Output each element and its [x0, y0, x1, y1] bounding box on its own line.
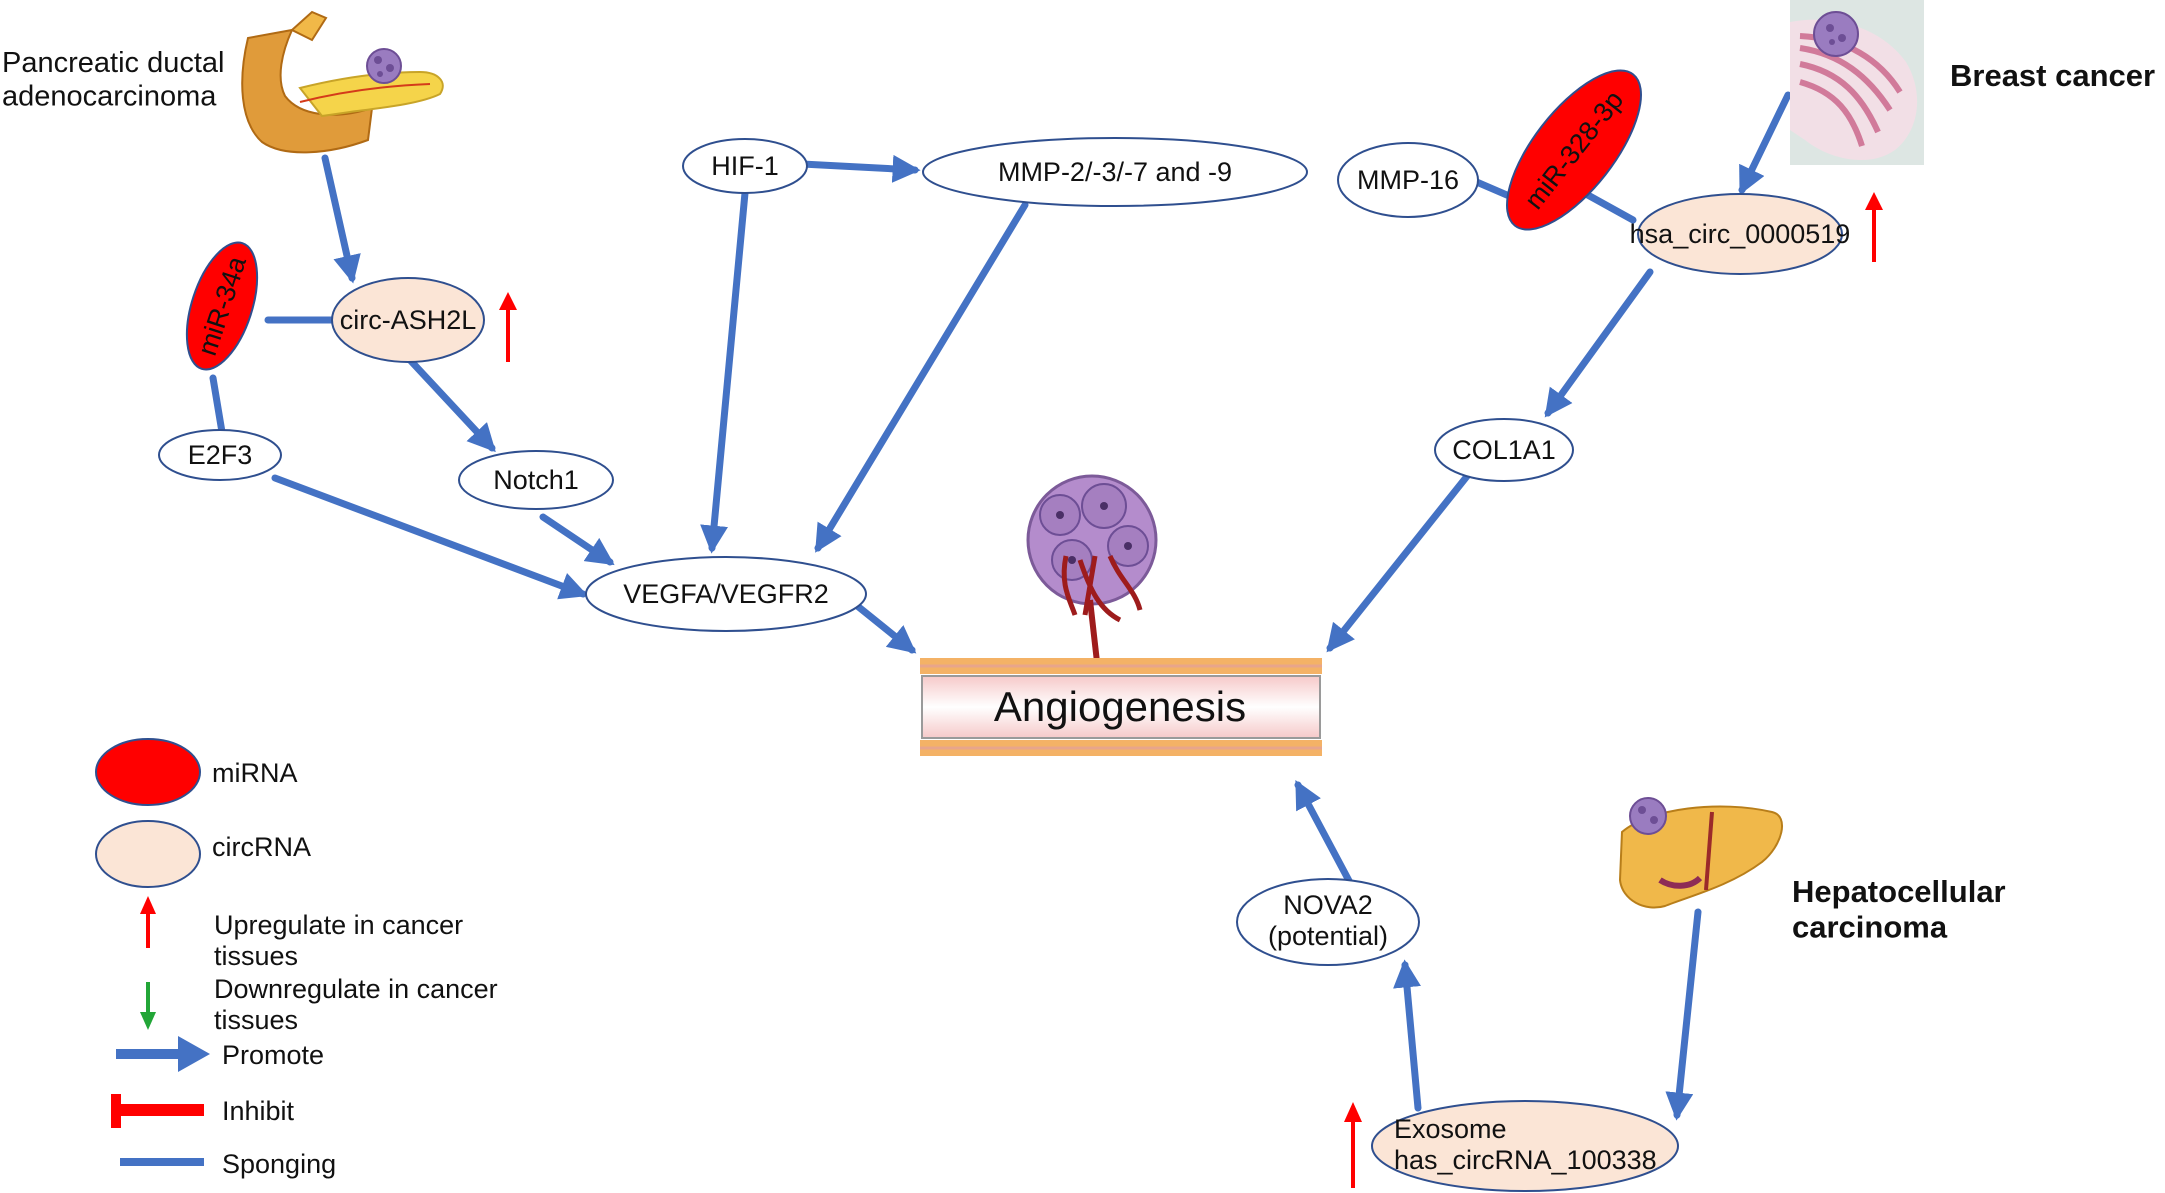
arrow-mmp-to-vegfa	[814, 201, 1029, 553]
node-notch1: Notch1	[458, 450, 614, 510]
e2f3-label: E2F3	[188, 440, 253, 470]
arrow-circ-ash2l-to-notch1	[406, 356, 496, 453]
mmp-label: MMP-2/-3/-7 and -9	[998, 157, 1232, 187]
pdac-line-2: adenocarcinoma	[2, 80, 217, 112]
nova2-line-1: NOVA2	[1283, 890, 1373, 920]
pancreas-icon	[241, 10, 444, 154]
arrow-e2f3-to-vegfa	[271, 474, 589, 600]
hif1-label: HIF-1	[711, 151, 779, 181]
legend-up-arrow-icon	[140, 896, 156, 948]
connectors	[209, 91, 1792, 1121]
hcc-line-2: carcinoma	[1792, 910, 1948, 945]
node-mmp: MMP-2/-3/-7 and -9	[922, 137, 1308, 207]
legend-promote-label: Promote	[222, 1040, 324, 1070]
legend-circrna-swatch	[95, 820, 201, 888]
legend-mirna-swatch	[95, 738, 201, 806]
legend-down-line-2: tissues	[214, 1005, 298, 1035]
arrow-nova2-to-angiogenesis	[1294, 780, 1359, 896]
upregulate-arrow-circ-ash2l	[499, 292, 517, 362]
node-mmp16: MMP-16	[1337, 142, 1479, 218]
circrna-node-circ-ash2l: circ-ASH2L	[331, 277, 485, 363]
angiogenesis-band: Angiogenesis	[920, 658, 1322, 756]
angiogenesis-label: Angiogenesis	[994, 683, 1246, 730]
arrow-liver-to-exosome	[1665, 908, 1702, 1121]
legend-sponging-label: Sponging	[222, 1149, 336, 1179]
breast-cancer-label: Breast cancer	[1950, 58, 2155, 93]
arrow-hif1-to-mmp	[798, 154, 921, 183]
pdac-line: Pancreatic ductal	[2, 47, 224, 79]
node-e2f3: E2F3	[158, 429, 282, 481]
node-col1a1: COL1A1	[1434, 418, 1574, 482]
legend-down-line: Downregulate in cancer	[214, 974, 498, 1004]
legend-inhibit-label: Inhibit	[222, 1096, 295, 1126]
mmp16-label: MMP-16	[1357, 165, 1459, 195]
node-nova2: NOVA2(potential)	[1236, 878, 1420, 966]
liver-icon	[1618, 797, 1783, 909]
vegfa-label: VEGFA/VEGFR2	[623, 579, 829, 609]
sponge-mir34a-e2f3	[209, 374, 226, 436]
legend-circrna-label: circRNA	[212, 832, 311, 862]
arrow-exosome-to-nova2	[1393, 959, 1422, 1112]
circrna-node-hsa-circ: hsa_circ_0000519	[1630, 193, 1851, 275]
legend-inhibit-icon	[111, 1094, 204, 1128]
legend-mirna-label: miRNA	[212, 758, 298, 788]
exosome-line-1: Exosome	[1394, 1114, 1507, 1144]
arrow-col1a1-to-angiogenesis	[1326, 471, 1472, 653]
arrow-hif1-to-vegfa	[700, 189, 749, 554]
exosome-line-1-2: has_circRNA_100338	[1394, 1145, 1657, 1175]
nova2-line-1-2: (potential)	[1268, 921, 1388, 951]
arrow-breast-to-hsa-circ	[1738, 91, 1792, 196]
circ-ash2l-label: circ-ASH2L	[340, 305, 477, 335]
upregulate-arrow-breast	[1865, 192, 1883, 262]
hcc-line: Hepatocellular	[1792, 874, 2006, 909]
notch1-label: Notch1	[493, 465, 579, 495]
hsa-circ-label: hsa_circ_0000519	[1630, 219, 1851, 249]
tumor-vessel-icon	[1026, 474, 1158, 663]
legend-up-line: Upregulate in cancer	[214, 910, 463, 940]
col1a1-label: COL1A1	[1452, 435, 1556, 465]
arrow-hsa-circ-to-col1a1	[1544, 268, 1654, 418]
legend-up-line-2: tissues	[214, 941, 298, 971]
legend-down-arrow-icon	[140, 982, 156, 1030]
legend-promote-arrow-icon	[116, 1036, 210, 1072]
upregulate-arrow-exosome	[1344, 1102, 1362, 1188]
arrow-pancreas-to-circ-ash2l	[321, 154, 361, 284]
node-vegfa: VEGFA/VEGFR2	[585, 556, 867, 632]
node-hif1: HIF-1	[682, 138, 808, 194]
nova2-label: NOVA2(potential)	[1268, 890, 1388, 951]
breast-icon	[1790, 0, 1924, 165]
arrow-notch1-to-vegfa	[539, 513, 615, 566]
sponge-mir328-hsa-circ	[1582, 190, 1637, 224]
mirna-node-mir34a: miR-34a	[185, 241, 259, 371]
